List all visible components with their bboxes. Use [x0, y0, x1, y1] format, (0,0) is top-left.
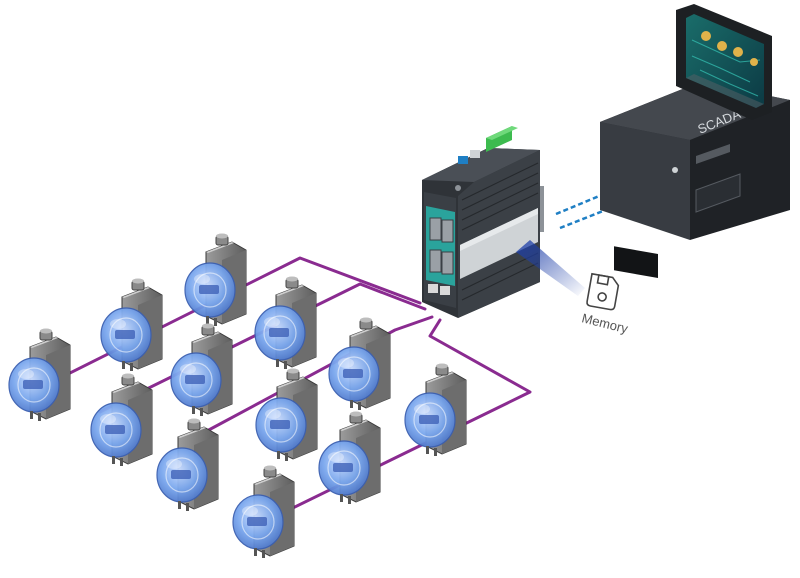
memory-beam — [516, 240, 585, 296]
energy-meter-icon — [156, 417, 219, 512]
energy-meter-icon — [254, 275, 317, 370]
energy-meter-icon — [90, 372, 153, 467]
energy-meter-icon — [404, 362, 467, 457]
energy-meter-icon — [255, 367, 318, 462]
energy-meter-icon — [170, 322, 233, 417]
floppy-disk-icon — [586, 272, 620, 311]
monitor-icon — [676, 4, 772, 120]
bus-line-3 — [203, 315, 434, 434]
energy-meter-icon — [8, 327, 71, 422]
energy-meters — [8, 232, 467, 559]
energy-meter-icon — [232, 464, 295, 559]
energy-meter-icon — [328, 316, 391, 411]
serial-gateway-icon — [422, 126, 544, 318]
energy-meter-icon — [100, 277, 163, 372]
memory-label: Memory — [580, 310, 630, 336]
bus-line-4 — [256, 318, 532, 527]
